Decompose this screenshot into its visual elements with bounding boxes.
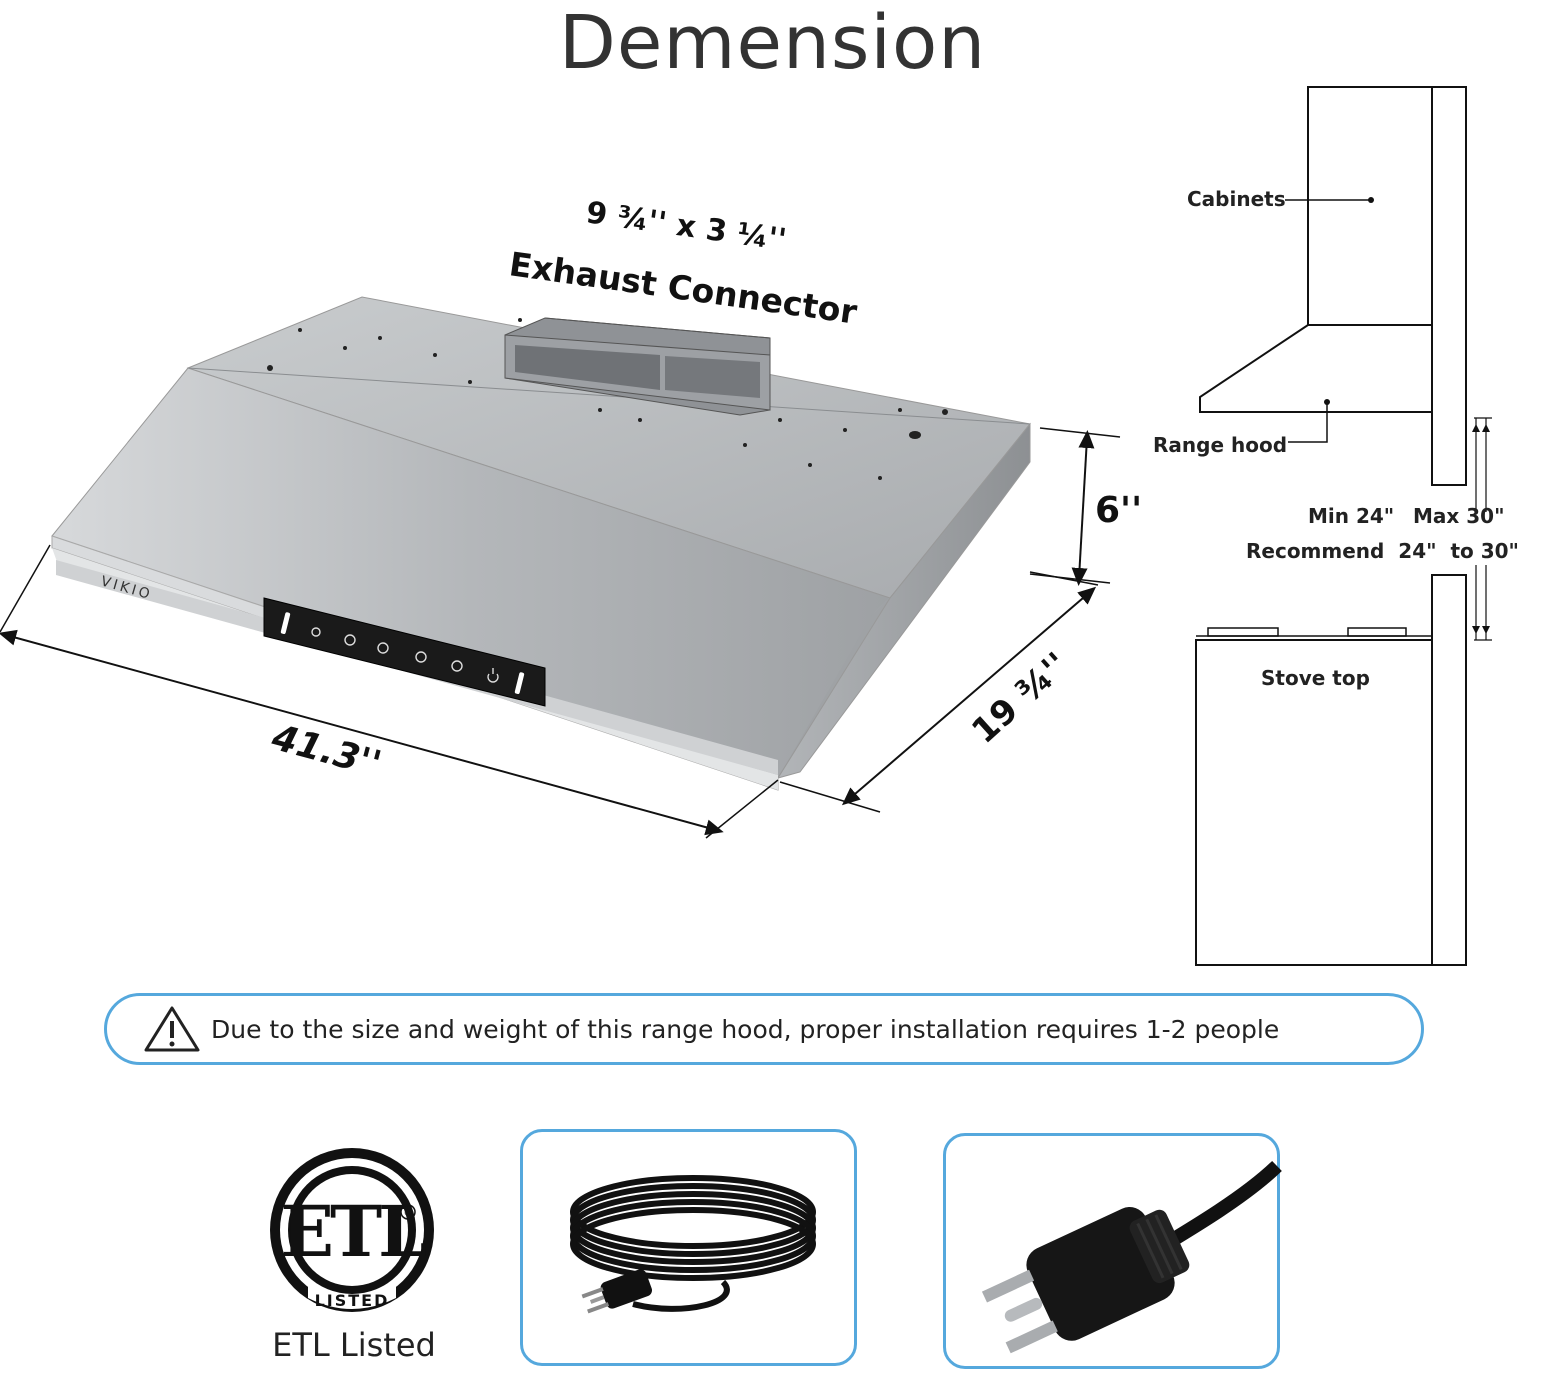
range-hood-label: Range hood [1153, 433, 1287, 457]
exhaust-connector-label: Exhaust Connector [507, 244, 860, 332]
stove-top-label: Stove top [1261, 666, 1370, 690]
power-cord-coil-icon [570, 1175, 816, 1314]
page-title: Demension [558, 0, 987, 86]
recommend-height-label: Recommend 24" to 30" [1246, 539, 1519, 563]
dimension-diagram: VIKIO 9 ¾'' x 3 ¼'' Exhaust Connector 6'… [0, 86, 1519, 966]
max-height-label: Max 30" [1413, 504, 1505, 528]
registered-mark-icon: ® [404, 1209, 413, 1219]
height-ext-bottom [1029, 573, 1111, 584]
height-dimension-line [1071, 430, 1095, 586]
width-ext-right [705, 779, 779, 839]
etl-listed-logo: ETL LISTED ® [270, 1148, 434, 1312]
installation-side-diagram [1195, 86, 1492, 966]
cabinets-label: Cabinets [1187, 187, 1286, 211]
warning-icon [144, 1006, 200, 1052]
power-plug-card [943, 1133, 1282, 1369]
range-hood-illustration: VIKIO [51, 296, 1031, 791]
height-ext-top [1039, 427, 1121, 438]
min-height-label: Min 24" [1308, 504, 1394, 528]
burner-right [1347, 627, 1407, 637]
wall-upper [1431, 86, 1467, 486]
depth-ext-back [1029, 571, 1099, 586]
etl-logo-text: ETL [281, 1190, 426, 1273]
power-plug-icon [981, 1160, 1282, 1354]
height-label: 6'' [1095, 490, 1142, 531]
notice-text: Due to the size and weight of this range… [211, 1014, 1280, 1044]
exhaust-connector [504, 317, 771, 416]
exhaust-size-label: 9 ¾'' x 3 ¼'' [584, 195, 789, 258]
stove-shape [1195, 639, 1433, 966]
depth-dimension-line [841, 586, 1097, 806]
wall-lower [1431, 574, 1467, 966]
depth-ext-front [779, 781, 881, 813]
width-ext-left [0, 544, 51, 633]
etl-listed-text: LISTED [315, 1291, 390, 1310]
depth-label: 19 ¾'' [964, 645, 1076, 752]
etl-caption: ETL Listed [272, 1326, 436, 1364]
width-label: 41.3'' [267, 717, 386, 786]
installation-notice: Due to the size and weight of this range… [104, 993, 1424, 1065]
burner-left [1207, 627, 1279, 637]
power-cord-card [520, 1129, 857, 1366]
range-hood-shape [1199, 324, 1433, 413]
width-dimension-line [0, 629, 724, 836]
cabinet-shape [1307, 86, 1433, 326]
